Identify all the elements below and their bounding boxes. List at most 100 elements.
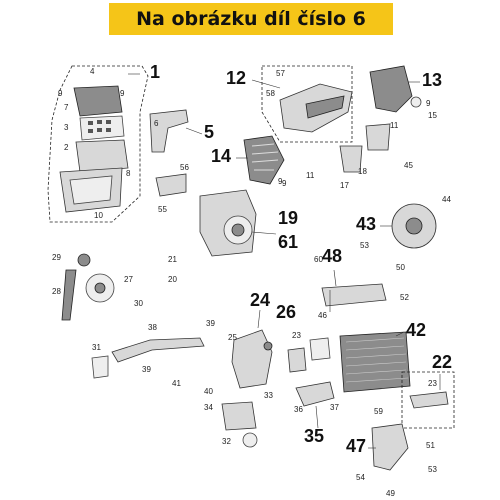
intercooler — [339, 331, 411, 393]
callout-small-37: 37 — [330, 403, 339, 412]
throttle-cover — [369, 65, 413, 113]
air-filter-base-inner — [69, 175, 113, 205]
leader-lines — [128, 73, 441, 449]
intake-group-outline — [261, 65, 353, 143]
callout-small-50: 50 — [396, 263, 405, 272]
callout-small-21: 21 — [168, 255, 177, 264]
callout-24: 24 — [250, 290, 270, 310]
intake-hose — [149, 109, 189, 153]
throttle-plug — [410, 96, 422, 108]
callout-small-39: 39 — [206, 319, 215, 328]
callout-12: 12 — [226, 68, 246, 88]
callout-small-9e: 9 — [278, 177, 283, 186]
hose-group-outline — [401, 371, 455, 429]
callout-small-25: 25 — [228, 333, 237, 342]
callout-small-2: 2 — [64, 143, 69, 152]
pipe-part-23 — [287, 347, 307, 373]
intake-assembly — [261, 65, 422, 143]
callout-small-53b: 53 — [428, 465, 437, 474]
intake-manifold-ribs — [305, 95, 345, 119]
water-pump-hub — [231, 223, 245, 237]
header-banner: Na obrázku díl číslo 6 — [109, 3, 393, 35]
callout-small-53: 53 — [360, 241, 369, 250]
callout-small-9d: 9 — [282, 179, 287, 188]
callout-small-44: 44 — [442, 195, 451, 204]
pipe-end-fitting — [91, 355, 109, 379]
callout-13: 13 — [422, 70, 442, 90]
expansion-tank — [231, 329, 273, 389]
air-filter-assembly — [47, 65, 149, 223]
callout-small-28: 28 — [52, 287, 61, 296]
pipe-part-26 — [309, 337, 331, 361]
callout-small-39b: 39 — [142, 365, 151, 374]
water-pump — [199, 189, 257, 257]
expansion-tank-cap — [263, 341, 273, 351]
coolant-pipe — [111, 337, 205, 363]
callout-1: 1 — [150, 62, 160, 82]
small-callouts: 4 9 9 3 7 2 8 6 56 55 58 57 9 15 11 10 9… — [52, 67, 451, 498]
callout-small-6: 6 — [154, 119, 159, 128]
callout-small-59: 59 — [374, 407, 383, 416]
callout-small-34: 34 — [204, 403, 213, 412]
callout-small-9b: 9 — [120, 89, 125, 98]
callout-small-58: 58 — [266, 89, 275, 98]
callout-small-41: 41 — [172, 379, 181, 388]
callout-small-57: 57 — [276, 69, 285, 78]
callout-22: 22 — [432, 352, 452, 372]
callout-small-23: 23 — [292, 331, 301, 340]
callout-small-60: 60 — [314, 255, 323, 264]
callout-26: 26 — [276, 302, 296, 322]
callout-small-3: 3 — [64, 123, 69, 132]
callout-small-20: 20 — [168, 275, 177, 284]
callout-5: 5 — [204, 122, 214, 142]
callout-48: 48 — [322, 246, 342, 266]
callout-43: 43 — [356, 214, 376, 234]
bracket-18 — [365, 123, 391, 151]
callout-small-33: 33 — [264, 391, 273, 400]
callout-small-7: 7 — [64, 103, 69, 112]
callout-small-10: 10 — [94, 211, 103, 220]
callout-47: 47 — [346, 436, 366, 456]
callout-small-40: 40 — [204, 387, 213, 396]
callout-small-9: 9 — [58, 89, 63, 98]
callout-small-32: 32 — [222, 437, 231, 446]
belt-roller — [77, 253, 91, 267]
callout-small-8: 8 — [126, 169, 131, 178]
hose-35 — [295, 381, 335, 407]
callout-small-56: 56 — [180, 163, 189, 172]
callout-small-46: 46 — [318, 311, 327, 320]
header-title: Na obrázku díl číslo 6 — [136, 8, 366, 30]
callout-small-31: 31 — [92, 343, 101, 352]
callout-small-18: 18 — [358, 167, 367, 176]
callout-small-49: 49 — [386, 489, 395, 498]
callout-14: 14 — [211, 146, 231, 166]
callout-small-52: 52 — [400, 293, 409, 302]
air-filter-cover — [73, 85, 123, 117]
callout-small-17: 17 — [340, 181, 349, 190]
grille-lines — [251, 143, 279, 171]
drive-belt — [61, 269, 77, 321]
tensioner-hub — [94, 282, 106, 294]
callout-small-11: 11 — [390, 121, 399, 130]
callout-small-54: 54 — [356, 473, 365, 482]
callout-19: 19 — [278, 208, 298, 228]
callout-small-11b: 11 — [306, 171, 315, 180]
intercooler-core — [339, 331, 411, 393]
callout-small-27: 27 — [124, 275, 133, 284]
callout-small-51: 51 — [426, 441, 435, 450]
air-filter-group-outline — [47, 65, 149, 223]
callout-small-38: 38 — [148, 323, 157, 332]
callout-42: 42 — [406, 320, 426, 340]
thermostat-housing — [221, 401, 257, 431]
thermostat-seal — [242, 432, 258, 448]
callout-small-23b: 23 — [428, 379, 437, 388]
callout-35: 35 — [304, 426, 324, 446]
hose-22 — [409, 391, 449, 409]
cooling-fan-hub — [405, 217, 423, 235]
callout-small-9c: 9 — [426, 99, 431, 108]
callout-small-36: 36 — [294, 405, 303, 414]
callout-small-55: 55 — [158, 205, 167, 214]
grille-cover — [243, 135, 285, 185]
callout-61: 61 — [278, 232, 298, 252]
